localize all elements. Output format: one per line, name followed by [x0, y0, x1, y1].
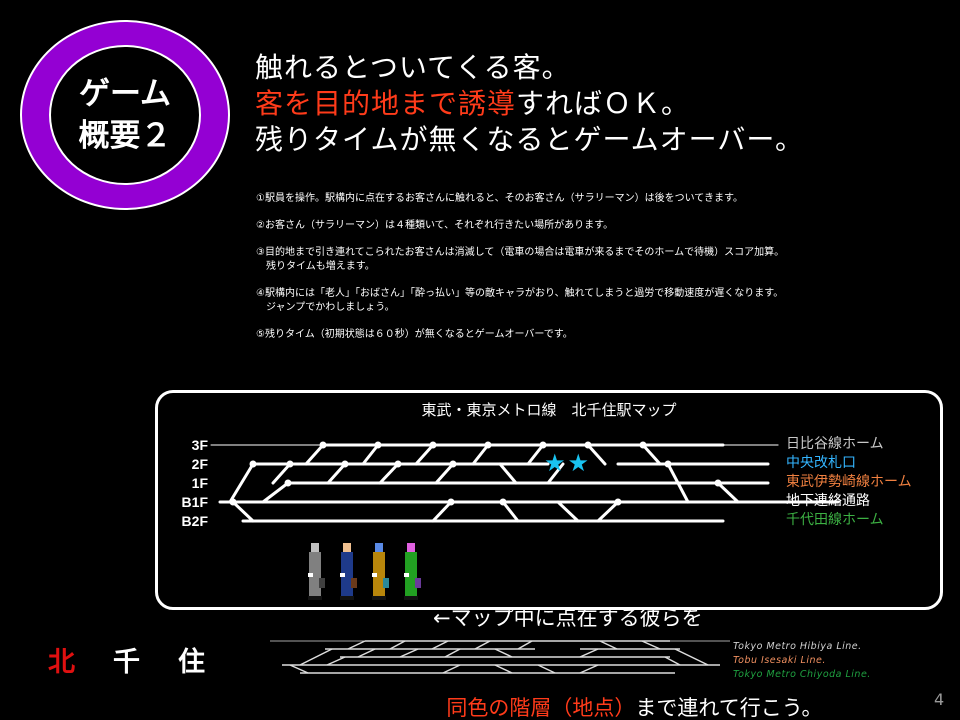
railway-lines-legend: Tokyo Metro Hibiya Line. Tobu Isesaki Li… — [733, 640, 871, 682]
legend-tobu-platform: 東武伊勢崎線ホーム — [786, 474, 912, 490]
station-map-panel: 東武・東京メトロ線 北千住駅マップ 3F 2F 1F B1F B2F — [155, 390, 943, 720]
rule-item: ①駅員を操作。駅構内に点在するお客さんに触れると、そのお客さん（サラリーマン）は… — [256, 193, 743, 204]
hint-line1: ←マップ中に点在する彼らを — [433, 606, 703, 630]
rules-list: ①駅員を操作。駅構内に点在するお客さんに触れると、そのお客さん（サラリーマン）は… — [256, 192, 784, 355]
headline-line2-highlight: 客を目的地まで誘導 — [255, 87, 517, 120]
logo-char-sen: 千 — [113, 647, 140, 678]
customer-figures — [306, 543, 424, 603]
hint-line2-rest: まで連れて行こう。 — [635, 696, 823, 720]
line-hibiya: Tokyo Metro Hibiya Line. — [733, 641, 862, 652]
line-chiyoda: Tokyo Metro Chiyoda Line. — [733, 669, 871, 680]
legend-hibiya-platform: 日比谷線ホーム — [786, 436, 884, 452]
logo-char-ju: 住 — [178, 647, 205, 678]
logo-char-kita: 北 — [48, 647, 75, 678]
hint-line2: 同色の階層（地点）まで連れて行こう。 — [433, 693, 822, 720]
map-legend: 日比谷線ホーム 中央改札口 東武伊勢崎線ホーム 地下連絡通路 千代田線ホーム — [786, 435, 912, 530]
station-track-diagram — [210, 441, 840, 523]
headline: 触れるとついてくる客。 客を目的地まで誘導すればＯＫ。 残りタイムが無くなるとゲ… — [255, 50, 804, 158]
headline-line2: 客を目的地まで誘導すればＯＫ。 — [255, 86, 804, 122]
map-hint: ←マップ中に点在する彼らを 同色の階層（地点）まで連れて行こう。 — [433, 543, 822, 720]
mini-track-diagram — [270, 640, 730, 674]
floor-label-1f: 1F — [191, 475, 208, 491]
floor-label-3f: 3F — [191, 437, 208, 453]
page-number: 4 — [934, 690, 945, 709]
green-salaryman-icon — [402, 543, 424, 603]
floor-label-2f: 2F — [191, 456, 208, 472]
headline-line2-rest: すればＯＫ。 — [516, 87, 691, 120]
rule-item: ③目的地まで引き連れてこられたお客さんは消滅して（電車の場合は電車が来るまでその… — [256, 247, 785, 272]
floor-label-b2f: B2F — [181, 513, 208, 529]
rule-item: ④駅構内には「老人」「おばさん」「酔っ払い」等の敵キャラがおり、触れてしまうと過… — [256, 288, 784, 313]
floor-label-b1f: B1F — [181, 494, 208, 510]
legend-chiyoda-platform: 千代田線ホーム — [786, 512, 884, 528]
central-gate-stars-icon: ★★ — [544, 449, 592, 477]
title-badge: ゲーム 概要２ — [20, 20, 230, 210]
blue-salaryman-icon — [338, 543, 360, 603]
legend-underground-passage: 地下連絡通路 — [786, 493, 870, 509]
line-tobu-isesaki: Tobu Isesaki Line. — [733, 655, 826, 666]
badge-title-line1: ゲーム — [78, 76, 172, 112]
title-badge-inner: ゲーム 概要２ — [49, 45, 201, 185]
hint-line2-highlight: 同色の階層（地点） — [446, 696, 636, 720]
badge-title-line2: 概要２ — [78, 118, 172, 154]
headline-line3: 残りタイムが無くなるとゲームオーバー。 — [255, 123, 805, 156]
legend-central-gate: 中央改札口 — [786, 455, 856, 471]
rule-item: ⑤残りタイム（初期状態は６０秒）が無くなるとゲームオーバーです。 — [256, 329, 573, 340]
gray-salaryman-icon — [306, 543, 328, 603]
rule-item: ②お客さん（サラリーマン）は４種類いて、それぞれ行きたい場所があります。 — [256, 220, 614, 231]
floor-labels: 3F 2F 1F B1F B2F — [168, 436, 208, 531]
headline-line1: 触れるとついてくる客。 — [255, 51, 571, 84]
kitasenju-logo: 北 千 住 — [48, 640, 205, 679]
map-title: 東武・東京メトロ線 北千住駅マップ — [421, 401, 677, 419]
orange-salaryman-icon — [370, 543, 392, 603]
